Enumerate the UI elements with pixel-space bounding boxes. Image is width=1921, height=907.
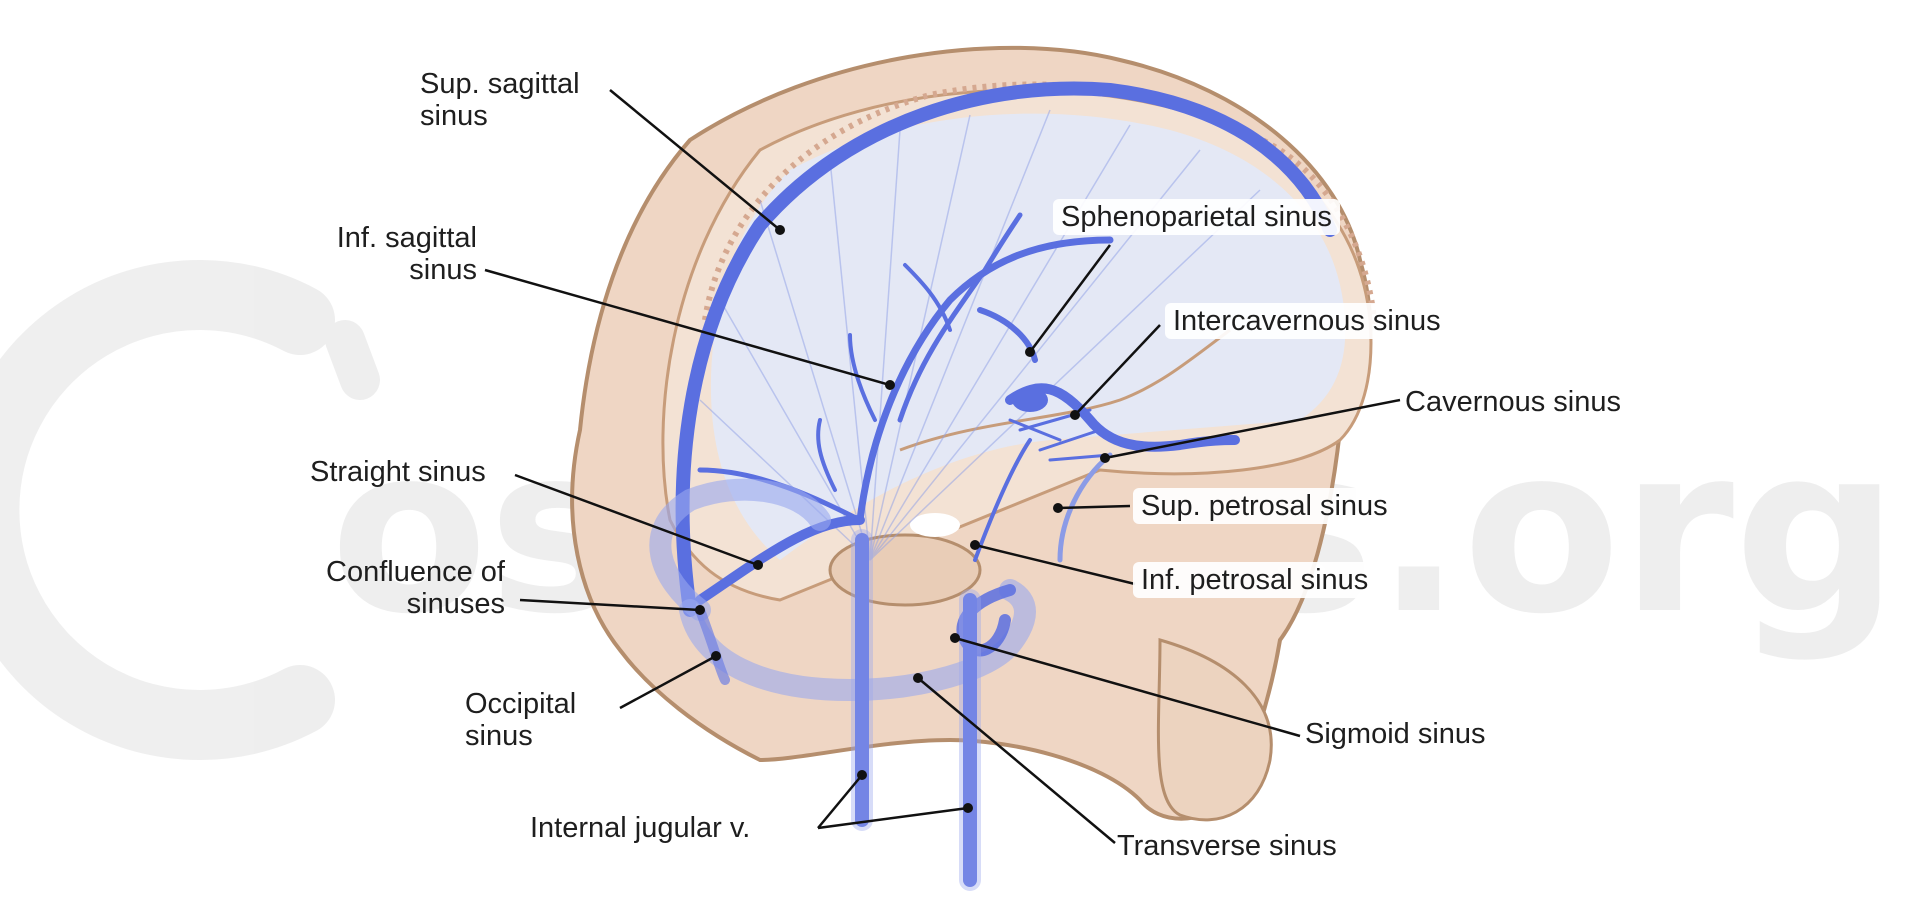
label-internal-jugular-v: Internal jugular v. — [530, 812, 750, 844]
cavernous-sinus-vessel — [1005, 383, 1240, 452]
label-text: Intercavernous sinus — [1173, 305, 1441, 337]
label-confluence-of-sinuses: Confluence of sinuses — [305, 556, 505, 620]
transverse-sinus-vessel — [649, 478, 831, 621]
label-line: sinus — [420, 100, 488, 132]
label-text: Transverse sinus — [1117, 830, 1337, 862]
leader-dots — [695, 225, 1110, 813]
label-text: Inf. petrosal sinus — [1141, 564, 1369, 596]
label-occipital-sinus: Occipital sinus — [465, 688, 576, 752]
straight-sinus-vessel — [695, 515, 865, 605]
label-sigmoid-sinus: Sigmoid sinus — [1305, 718, 1486, 750]
label-sphenoparietal-sinus: Sphenoparietal sinus — [1053, 199, 1340, 235]
falx-cerebri — [699, 109, 1261, 561]
label-transverse-sinus: Transverse sinus — [1117, 830, 1337, 862]
label-text: Straight sinus — [310, 456, 486, 488]
sup-petrosal-sinus-vessel — [1057, 452, 1113, 563]
label-sup-petrosal-sinus: Sup. petrosal sinus — [1133, 488, 1396, 524]
sup-sagittal-sinus-vessel — [675, 81, 1337, 617]
label-line: sinus — [409, 254, 477, 286]
label-text: Cavernous sinus — [1405, 386, 1621, 418]
label-inf-sagittal-sinus: Inf. sagittal sinus — [315, 222, 477, 286]
label-inf-petrosal-sinus: Inf. petrosal sinus — [1133, 562, 1377, 598]
label-cavernous-sinus: Cavernous sinus — [1405, 386, 1621, 418]
label-straight-sinus: Straight sinus — [310, 456, 486, 488]
label-line: Confluence of — [326, 556, 505, 588]
label-text: Internal jugular v. — [530, 812, 751, 844]
label-text: Sphenoparietal sinus — [1061, 201, 1332, 233]
label-line: Inf. sagittal — [336, 222, 477, 254]
label-line: Occipital — [465, 688, 577, 720]
label-line: Sup. sagittal — [420, 68, 580, 100]
label-line: sinus — [465, 720, 533, 752]
label-text: Sigmoid sinus — [1305, 718, 1486, 750]
label-text: Sup. petrosal sinus — [1141, 490, 1388, 522]
label-line: sinuses — [406, 588, 505, 620]
label-intercavernous-sinus: Intercavernous sinus — [1165, 303, 1449, 339]
leader-lines — [484, 89, 1401, 844]
inf-sagittal-sinus-vessel — [856, 236, 1114, 524]
label-sup-sagittal-sinus: Sup. sagittal sinus — [420, 68, 580, 132]
